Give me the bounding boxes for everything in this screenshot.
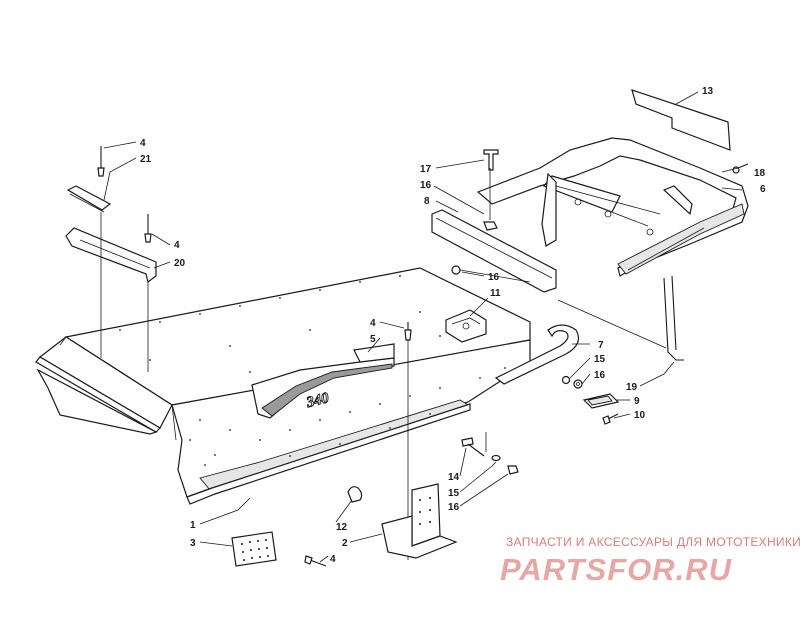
callout-21: 21: [140, 154, 152, 165]
callout-17: 17: [420, 164, 432, 175]
trim-plate-13: [631, 89, 731, 151]
watermark-brand: PARTSFOR.RU: [500, 552, 733, 587]
mount-bracket-2: [381, 483, 458, 559]
callout-5: 5: [370, 334, 376, 345]
callout-6: 6: [760, 184, 766, 195]
callout-1: 1: [190, 520, 196, 531]
support-rod-7: [494, 324, 579, 385]
emblem-text: 340: [304, 390, 331, 411]
callout-3: 3: [190, 538, 196, 549]
callout-15: 15: [448, 488, 460, 499]
reflector-9: [582, 393, 620, 409]
callout-16: 16: [448, 502, 460, 513]
callout-16: 16: [488, 272, 500, 283]
callout-18: 18: [754, 168, 766, 179]
handle-11: [445, 309, 487, 343]
nut-16-top: [483, 221, 498, 231]
callout-4: 4: [370, 318, 376, 329]
callout-7: 7: [598, 340, 604, 351]
hinge-strip-8: [431, 209, 557, 293]
leader-lines: [103, 91, 743, 563]
callout-15: 15: [594, 354, 606, 365]
watermark-subtitle: ЗАПЧАСТИ И АКСЕССУАРЫ ДЛЯ МОТОТЕХНИКИ: [506, 535, 800, 549]
nut-16-mid: [451, 265, 461, 275]
callout-4: 4: [174, 240, 180, 251]
rivet-4-lower: [304, 555, 327, 567]
hinge-bracket-20: [65, 227, 157, 284]
screw-10: [602, 413, 619, 425]
hinge-plate-3: [231, 531, 277, 567]
callout-labels: 4 21 4 20 4 5 11 13 17 16 8 16 18 6 7 15…: [140, 86, 766, 565]
callout-11: 11: [490, 288, 501, 299]
callout-13: 13: [702, 86, 714, 97]
callout-16: 16: [594, 370, 606, 381]
lower-fasteners: [461, 437, 519, 475]
frame-part-6: [476, 137, 749, 277]
callout-9: 9: [634, 396, 640, 407]
callout-4: 4: [330, 554, 336, 565]
emblem-340: 340: [251, 343, 395, 419]
callout-14: 14: [448, 472, 460, 483]
bolt-17: [483, 149, 499, 171]
hinge-bracket-21: [66, 185, 112, 213]
rivet-parts-4: [97, 146, 412, 341]
callout-19: 19: [626, 382, 638, 393]
callout-4: 4: [140, 138, 146, 149]
watermark: ЗАПЧАСТИ И АКСЕССУАРЫ ДЛЯ МОТОТЕХНИКИ PA…: [500, 535, 800, 587]
callout-10: 10: [634, 410, 646, 421]
fasteners-near-rod: [561, 375, 583, 389]
callout-2: 2: [342, 538, 348, 549]
stay-19: [557, 275, 684, 361]
callout-20: 20: [174, 258, 186, 269]
knob-12: [347, 486, 363, 503]
hood-panel: [35, 267, 531, 505]
callout-12: 12: [336, 522, 348, 533]
callout-16: 16: [420, 180, 432, 191]
hood-perforations: [119, 275, 506, 466]
callout-8: 8: [424, 196, 430, 207]
